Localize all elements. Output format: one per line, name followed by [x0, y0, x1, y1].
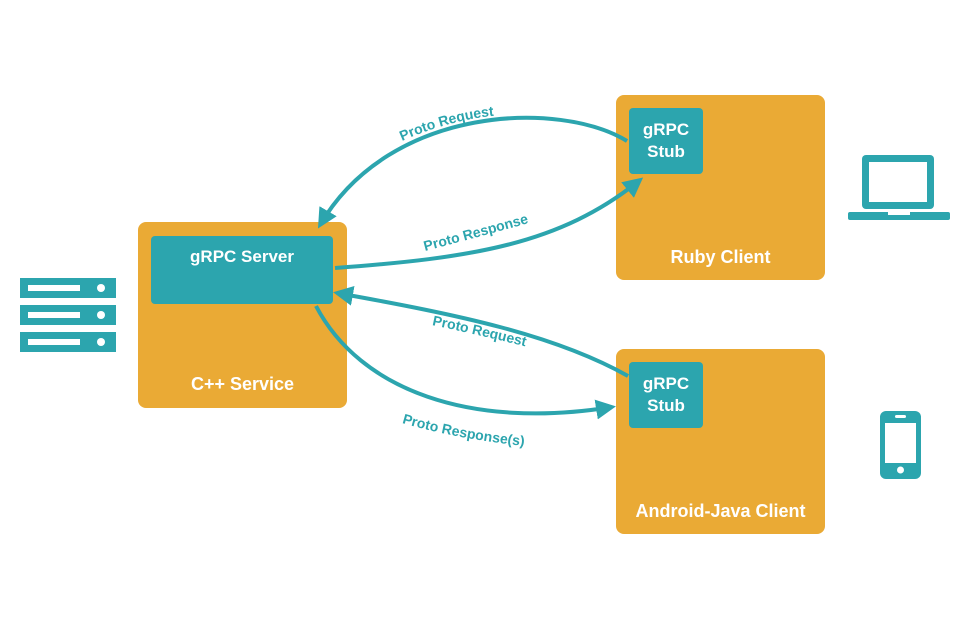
android-grpc-stub-box: gRPC Stub — [629, 362, 703, 428]
ruby-request-arrow — [317, 115, 629, 229]
ruby-stub-line2: Stub — [647, 142, 685, 161]
android-stub-line2: Stub — [647, 396, 685, 415]
server-rack-icon — [20, 278, 116, 352]
cpp-service-label: C++ Service — [190, 374, 295, 394]
android-client-label: Android-Java Client — [635, 501, 806, 521]
grpc-server-box: gRPC Server — [151, 236, 333, 304]
android-response-arrow — [314, 305, 616, 420]
ruby-client-label: Ruby Client — [670, 247, 771, 267]
cpp-service-box: gRPC Server C++ Service — [138, 222, 347, 408]
ruby-client-box: gRPC Stub Ruby Client — [616, 95, 825, 280]
laptop-icon — [848, 155, 950, 220]
ruby-response-label: Proto Response — [422, 210, 530, 253]
ruby-response-arrow — [334, 177, 644, 270]
ruby-stub-line1: gRPC — [642, 120, 690, 139]
android-request-label: Proto Request — [431, 312, 528, 349]
phone-icon — [880, 411, 921, 479]
android-stub-line1: gRPC — [642, 374, 690, 393]
android-request-arrow — [333, 285, 629, 378]
android-response-label: Proto Response(s) — [401, 410, 525, 448]
grpc-server-label: gRPC Server — [190, 247, 294, 266]
android-client-box: gRPC Stub Android-Java Client — [616, 349, 825, 534]
ruby-grpc-stub-box: gRPC Stub — [629, 108, 703, 174]
